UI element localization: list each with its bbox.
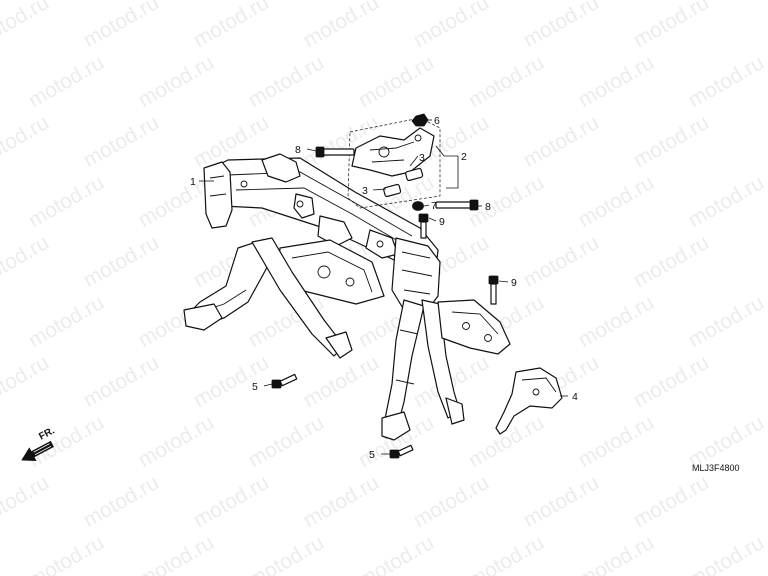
nut-part-6: [411, 113, 429, 127]
bolt-part-5-right: [389, 444, 414, 459]
bolt-part-8-left: [315, 146, 355, 158]
front-direction-marker: FR.: [21, 425, 57, 461]
callout-5-left: 5: [252, 381, 258, 393]
washer-part-7: [412, 201, 424, 211]
leader-lines: [199, 119, 568, 455]
front-label: FR.: [37, 425, 57, 442]
callout-4: 4: [572, 391, 578, 403]
callout-2: 2: [461, 151, 467, 163]
subframe-part-1: [183, 153, 511, 441]
callout-7: 7: [431, 200, 437, 212]
upper-bracket-part-2: [347, 117, 441, 209]
callout-9-right: 9: [511, 277, 517, 289]
callout-5-right: 5: [369, 449, 375, 461]
callout-8-right: 8: [485, 201, 491, 213]
callout-3-lower: 3: [362, 185, 368, 197]
callout-1: 1: [190, 176, 196, 188]
bolt-part-9-top: [418, 213, 429, 239]
collar-part-3: [383, 167, 424, 198]
diagram-code: MLJ3F4800: [692, 463, 740, 473]
bolt-part-8-right: [435, 199, 479, 211]
callout-3-upper: 3: [419, 152, 425, 164]
bolt-part-9-right: [488, 275, 499, 305]
callout-8-left: 8: [295, 144, 301, 156]
bolt-part-5-left: [271, 373, 298, 389]
front-arrow-icon: [21, 440, 54, 461]
callout-9-upper: 9: [439, 216, 445, 228]
side-bracket-part-4: [495, 367, 563, 435]
callout-6: 6: [434, 115, 440, 127]
